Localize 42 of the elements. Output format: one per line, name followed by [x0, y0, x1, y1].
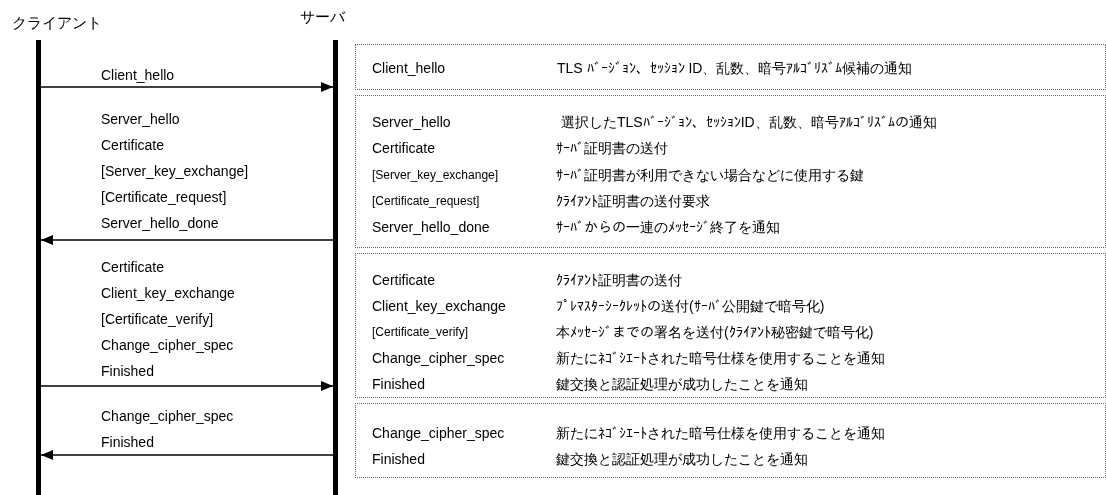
edge-label: Change_cipher_spec Finished [101, 407, 234, 452]
message-name: [Certificate_verify] [372, 324, 469, 341]
message-description: ｻｰﾊﾞ証明書の送付 [556, 139, 668, 158]
message-name: Client_hello [372, 59, 446, 78]
message-description: ﾌﾟﾚﾏｽﾀｰｼｰｸﾚｯﾄの送付(ｻｰﾊﾞ公開鍵で暗号化) [556, 297, 825, 316]
message-table-box [355, 95, 1106, 248]
message-name: Certificate [372, 271, 436, 290]
message-arrow [40, 82, 334, 92]
message-name: [Certificate_request] [372, 193, 480, 210]
message-description: 新たにﾈｺﾞｼｴｰﾄされた暗号仕様を使用することを通知 [556, 424, 885, 443]
message-name: Change_cipher_spec [372, 349, 505, 368]
message-name: Certificate [372, 139, 436, 158]
participant-label: サーバ [300, 8, 345, 26]
lifeline [333, 40, 338, 495]
message-name: Server_hello [372, 113, 451, 132]
message-description: 選択したTLSﾊﾞｰｼﾞｮﾝ、ｾｯｼｮﾝID、乱数、暗号ｱﾙｺﾞﾘｽﾞﾑの通知 [561, 113, 937, 132]
message-description: ｻｰﾊﾞからの一連のﾒｯｾｰｼﾞ終了を通知 [556, 218, 780, 237]
message-description: TLS ﾊﾞｰｼﾞｮﾝ、ｾｯｼｮﾝ ID、乱数、暗号ｱﾙｺﾞﾘｽﾞﾑ候補の通知 [557, 59, 913, 78]
message-name: Server_hello_done [372, 218, 490, 237]
message-arrow [40, 381, 334, 391]
message-description: 鍵交換と認証処理が成功したことを通知 [556, 375, 808, 394]
message-description: 本ﾒｯｾｰｼﾞまでの署名を送付(ｸﾗｲｱﾝﾄ秘密鍵で暗号化) [556, 323, 874, 342]
message-table-box [355, 44, 1106, 90]
edge-label: Certificate Client_key_exchange [Certificate_verify] Change_cipher_spec Finished [101, 258, 235, 381]
message-name: Client_key_exchange [372, 297, 506, 316]
message-table-box [355, 403, 1106, 478]
message-description: 鍵交換と認証処理が成功したことを通知 [556, 450, 808, 469]
message-table-box [355, 253, 1106, 398]
message-description: ｸﾗｲｱﾝﾄ証明書の送付 [556, 271, 682, 290]
message-name: Finished [372, 450, 425, 469]
edge-label: Client_hello [101, 66, 175, 85]
message-name: [Server_key_exchange] [372, 167, 499, 184]
message-name: Change_cipher_spec [372, 424, 505, 443]
message-arrow [40, 450, 334, 460]
message-arrow [40, 235, 334, 245]
message-description: ｻｰﾊﾞ証明書が利用できない場合などに使用する鍵 [556, 166, 864, 185]
message-description: ｸﾗｲｱﾝﾄ証明書の送付要求 [556, 192, 710, 211]
message-name: Finished [372, 375, 425, 394]
message-description: 新たにﾈｺﾞｼｴｰﾄされた暗号仕様を使用することを通知 [556, 349, 885, 368]
edge-label: Server_hello Certificate [Server_key_exchange] [Certificate_request] Server_hello_done [101, 110, 249, 233]
lifeline [36, 40, 41, 495]
participant-label: クライアント [12, 14, 102, 32]
